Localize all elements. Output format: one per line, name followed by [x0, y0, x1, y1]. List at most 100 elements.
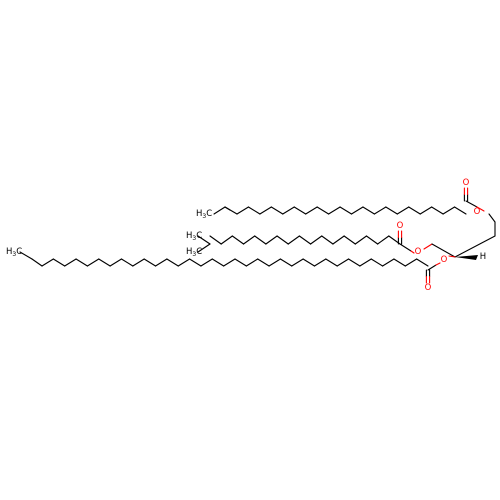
- chain-top-bond: [259, 206, 272, 215]
- chain-bottom-ester-bond: [435, 262, 441, 266]
- chain-bottom-bond: [154, 258, 168, 267]
- bond-layer: [19, 187, 496, 284]
- chain-middle-ester-bond: [399, 243, 412, 252]
- chain-top-bond: [293, 206, 307, 215]
- methyl-label-middle-lower: H3C: [186, 247, 202, 258]
- chain-top-bond: [282, 206, 295, 215]
- chain-top-bond: [339, 206, 353, 215]
- chain-top-bond: [442, 206, 456, 215]
- chain-bottom-bond: [98, 258, 111, 267]
- chain-top-bond: [431, 206, 444, 215]
- chain-bottom-bond: [109, 258, 123, 267]
- chain-top-bond: [373, 206, 387, 215]
- chain-bottom-bond: [257, 258, 270, 267]
- chain-middle-bond: [332, 235, 345, 245]
- chain-bottom-bond: [120, 258, 134, 267]
- chain-middle-bond: [265, 235, 278, 245]
- chain-bottom-bond: [211, 258, 225, 267]
- chain-middle-bond: [276, 235, 289, 245]
- chain-bottom-bond: [234, 258, 247, 267]
- chain-bottom-bond: [86, 258, 100, 267]
- chain-bottom-ester-bond: [427, 264, 437, 271]
- chain-top-bond: [362, 206, 375, 215]
- chain-bottom-bond: [347, 258, 361, 267]
- chain-bottom-bond: [382, 258, 395, 267]
- chain-bottom-bond: [132, 258, 145, 267]
- chain-bottom-bond: [223, 258, 236, 267]
- chain-bottom-bond: [291, 258, 304, 267]
- chain-bottom-branch-bond: [31, 258, 43, 267]
- chain-middle-bond: [365, 235, 379, 245]
- chain-bottom-bond: [336, 258, 350, 267]
- chain-middle-branch-bond: [197, 235, 211, 245]
- chain-bottom-bond: [75, 258, 88, 267]
- chain-middle-bond: [220, 235, 233, 245]
- chain-middle-bond: [231, 235, 245, 245]
- chain-bottom-bond: [52, 258, 66, 267]
- chain-bottom-branch-bond: [19, 251, 33, 260]
- chain-bottom-bond: [166, 258, 179, 267]
- chain-middle-bond: [298, 235, 312, 245]
- chain-bottom-bond: [189, 258, 202, 267]
- methyl-label-bottom: H3C: [6, 247, 22, 258]
- chain-top-bond: [453, 206, 467, 215]
- chain-bottom-bond: [245, 258, 259, 267]
- chain-bottom-bond: [325, 258, 338, 267]
- chain-top-ester-bond: [476, 206, 485, 212]
- backbone-bond: [431, 243, 456, 258]
- chain-top-bond: [316, 206, 330, 215]
- chain-bottom-bond: [302, 258, 316, 267]
- chain-bottom-bond: [177, 258, 191, 267]
- ester-oxygen-top: O: [474, 207, 481, 217]
- chain-top-bond: [247, 206, 261, 215]
- chain-top-bond: [305, 206, 318, 215]
- chain-middle-ester-bond: [410, 250, 415, 254]
- chain-bottom-bond: [313, 258, 327, 267]
- methyl-label-top: H3C: [196, 209, 212, 220]
- chain-bottom-ester-bond: [448, 255, 456, 258]
- backbone-bond: [454, 235, 496, 258]
- chain-bottom-bond: [64, 258, 77, 267]
- stereo-hydrogen: H: [480, 252, 486, 262]
- chain-top-branch-bond: [224, 206, 231, 211]
- methyl-label-middle-upper: H3C: [186, 231, 202, 242]
- chain-top-bond: [408, 206, 421, 215]
- chain-top-bond: [350, 206, 364, 215]
- chain-top-bond: [328, 206, 341, 215]
- chain-top-ester-bond: [465, 200, 478, 208]
- chain-middle-bond: [321, 235, 334, 245]
- chain-top-bond: [385, 206, 398, 215]
- ester-oxygen-bottom: O: [441, 255, 448, 265]
- chain-top-bond: [419, 206, 433, 215]
- chain-middle-bond: [354, 235, 368, 245]
- chain-bottom-bond: [41, 258, 54, 267]
- chain-top-bond: [270, 206, 284, 215]
- carbonyl-oxygen-middle: O: [397, 221, 404, 231]
- chain-top-ester-bond: [488, 213, 496, 223]
- chain-bottom-bond: [268, 258, 281, 267]
- chain-middle-bond: [377, 235, 390, 245]
- chain-bottom-bond: [143, 258, 157, 267]
- chain-middle-bond: [242, 235, 256, 245]
- chain-bottom-bond: [359, 258, 372, 267]
- chain-bottom-bond: [200, 258, 213, 267]
- chain-middle-bond: [287, 235, 300, 245]
- chain-middle-bond: [254, 235, 267, 245]
- chain-bottom-bond: [393, 258, 406, 267]
- chain-top-branch-bond: [213, 206, 226, 215]
- carbonyl-oxygen-top: O: [463, 178, 470, 188]
- stereo-wedge-bond: [455, 255, 478, 260]
- chain-bottom-bond: [279, 258, 293, 267]
- chain-top-bond: [236, 206, 249, 215]
- chain-middle-branch-bond: [197, 243, 211, 253]
- chain-middle-bond: [310, 235, 323, 245]
- chain-bottom-bond: [416, 258, 429, 267]
- chain-middle-bond: [209, 235, 222, 245]
- chain-middle-bond: [343, 235, 356, 245]
- chain-top-bond: [396, 206, 410, 215]
- ester-oxygen-middle: O: [415, 247, 422, 257]
- chain-bottom-bond: [404, 258, 418, 267]
- chain-bottom-bond: [370, 258, 384, 267]
